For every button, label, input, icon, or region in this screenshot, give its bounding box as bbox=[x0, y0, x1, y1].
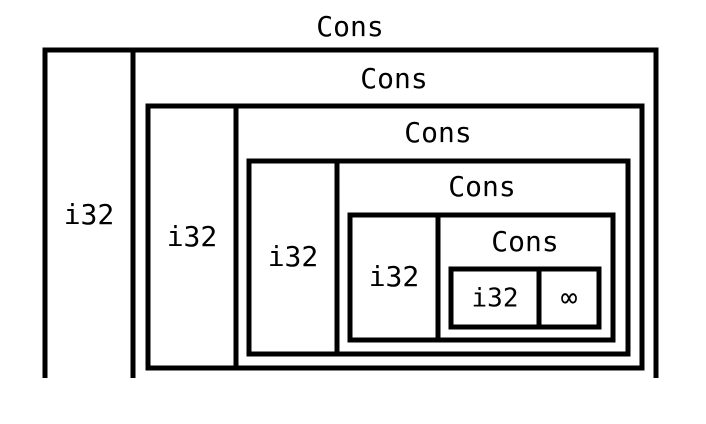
cons-label-4: Cons bbox=[448, 170, 515, 203]
infinity-symbol: ∞ bbox=[561, 281, 578, 314]
cons-level-3: Cons i32 bbox=[246, 116, 631, 357]
value-label-5: i32 bbox=[472, 284, 519, 314]
cons-box-3-frame bbox=[246, 158, 631, 357]
value-label-3: i32 bbox=[268, 240, 319, 273]
cons-level-1: Cons i32 bbox=[42, 10, 659, 378]
cons-box-4-frame bbox=[347, 212, 616, 343]
cons-level-4: Cons i32 bbox=[347, 170, 616, 343]
value-label-2: i32 bbox=[167, 220, 218, 253]
value-label-4: i32 bbox=[369, 260, 420, 293]
cons-level-2: Cons i32 bbox=[145, 62, 645, 371]
cons-box-5-frame bbox=[448, 266, 602, 330]
cons-label-3: Cons bbox=[404, 116, 471, 149]
cons-level-5: Cons i32 ∞ bbox=[448, 225, 602, 330]
cons-label-1: Cons bbox=[316, 10, 383, 43]
cons-label-5: Cons bbox=[491, 225, 558, 258]
value-label-1: i32 bbox=[64, 198, 115, 231]
cons-box-2-frame bbox=[145, 103, 645, 371]
cons-label-2: Cons bbox=[360, 62, 427, 95]
cons-box-1-frame bbox=[42, 47, 659, 378]
